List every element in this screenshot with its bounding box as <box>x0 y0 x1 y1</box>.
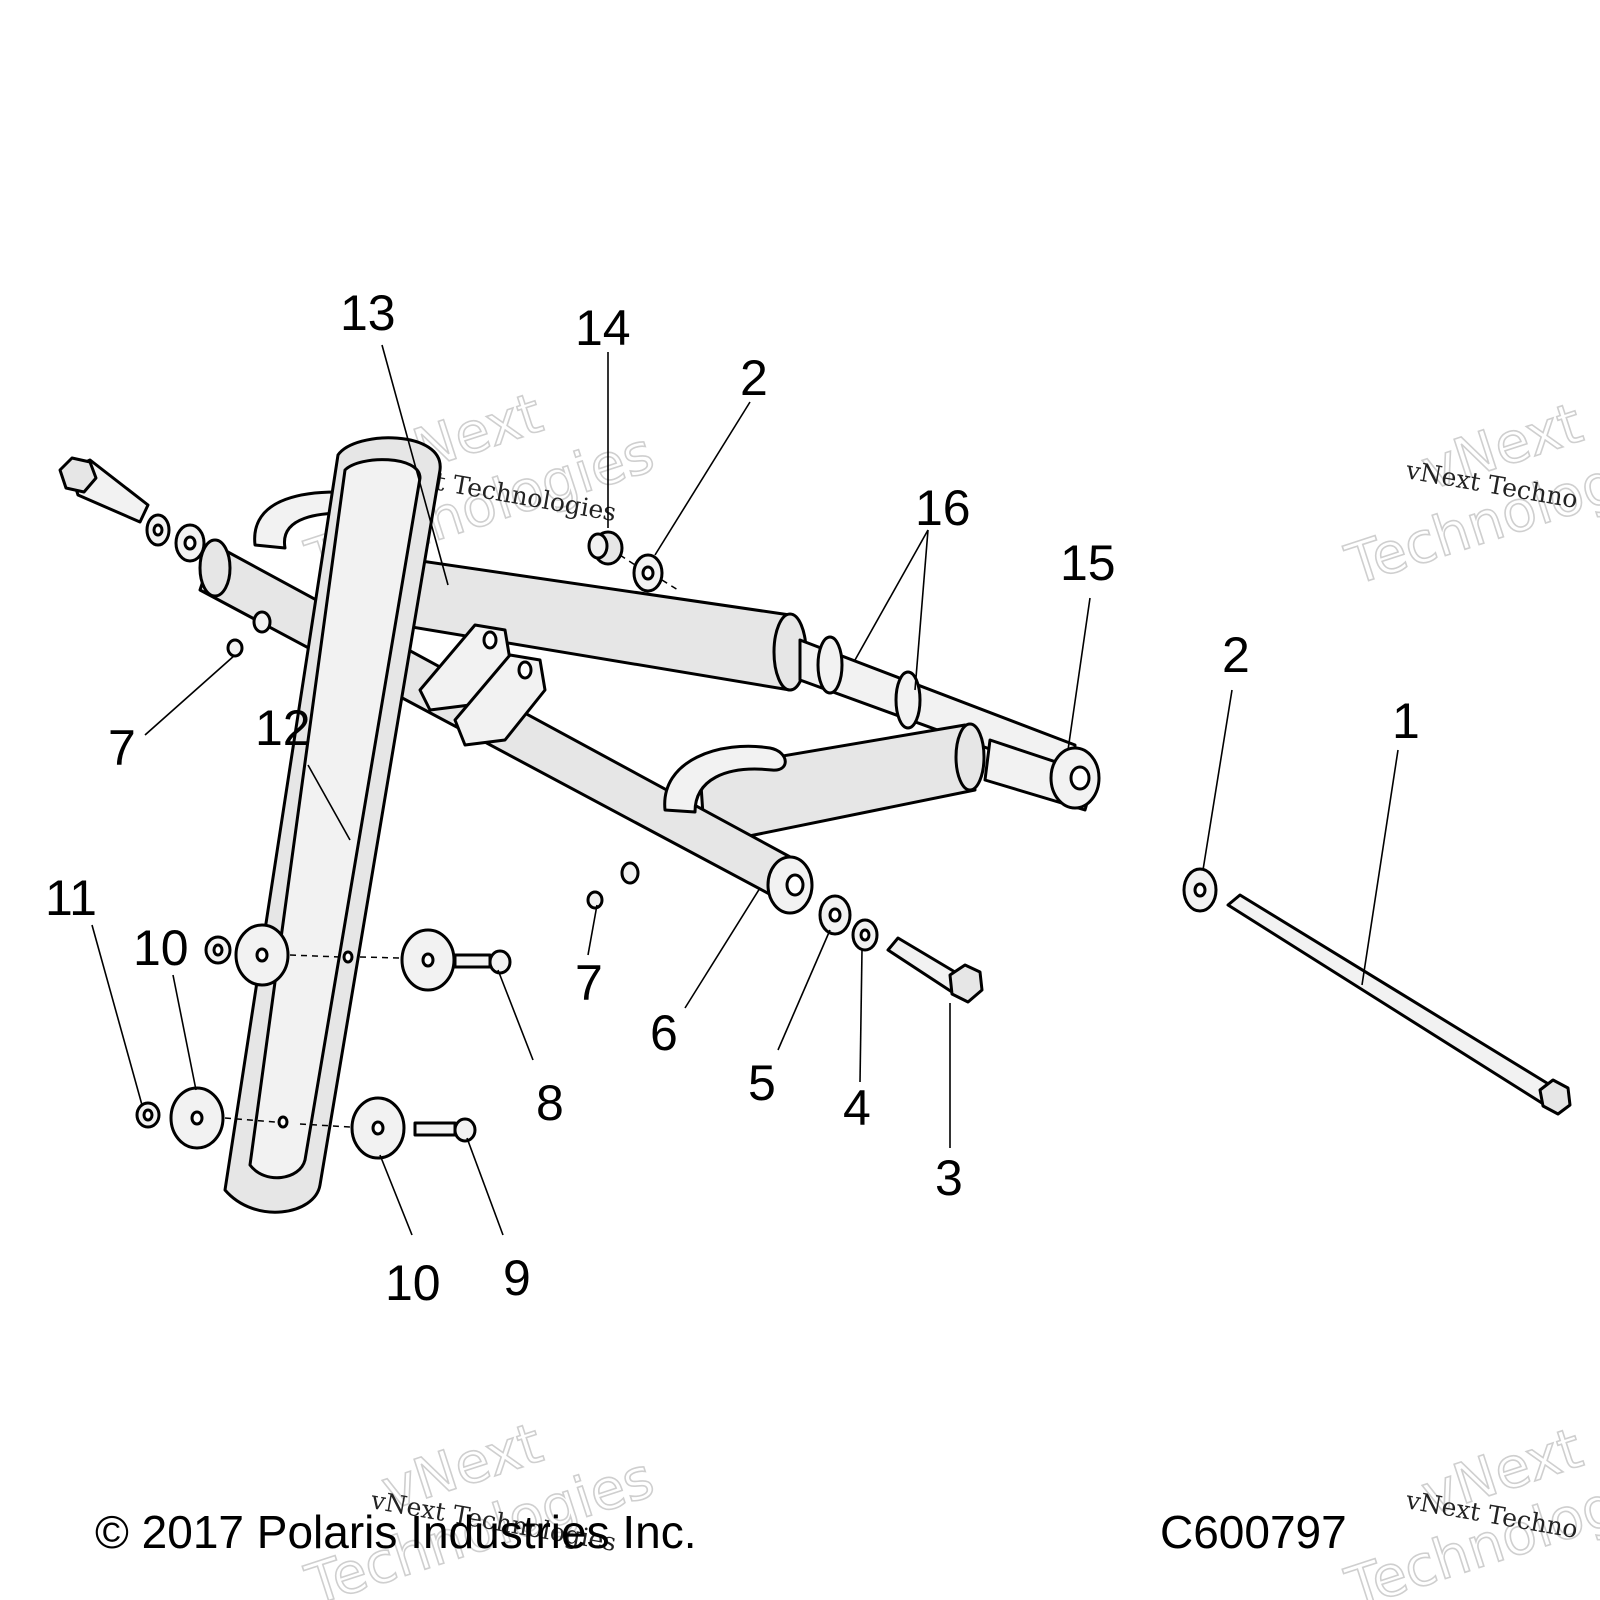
callout-12: 12 <box>255 700 311 756</box>
bolt-top-left <box>58 456 150 524</box>
copyright-text: © 2017 Polaris Industries Inc. <box>95 1506 697 1558</box>
bushing-14 <box>587 530 624 566</box>
link-12 <box>223 436 442 1214</box>
washers-top-left <box>145 513 206 563</box>
washer-5 <box>818 894 852 936</box>
watermark-top-right: vNext Technologies vNext Techno <box>1337 390 1600 599</box>
callout-8: 8 <box>536 1075 564 1131</box>
washer-4 <box>851 918 879 952</box>
callout-numbers: 13 14 2 16 15 2 1 12 7 7 6 5 4 3 8 9 10 … <box>45 285 1420 1311</box>
callout-7-center: 7 <box>575 955 603 1011</box>
callout-2-top: 2 <box>740 350 768 406</box>
callout-4: 4 <box>843 1080 871 1136</box>
shaft-1 <box>1226 893 1572 1116</box>
callout-1: 1 <box>1392 693 1420 749</box>
callout-2-right: 2 <box>1222 627 1250 683</box>
bolt-3 <box>886 936 984 1004</box>
callout-15: 15 <box>1060 535 1116 591</box>
callout-3: 3 <box>935 1150 963 1206</box>
diagram-code: C600797 <box>1160 1506 1347 1558</box>
hardware-lower <box>135 1086 477 1160</box>
callout-16: 16 <box>915 480 971 536</box>
washer-2-right <box>1182 867 1218 913</box>
callout-13: 13 <box>340 285 396 341</box>
callout-7-left: 7 <box>108 720 136 776</box>
callout-10-bottom: 10 <box>385 1255 441 1311</box>
callout-14: 14 <box>575 300 631 356</box>
washer-2-top <box>632 553 664 593</box>
watermark-bottom-right: vNext Technologies vNext Techno <box>1337 1415 1600 1600</box>
callout-6: 6 <box>650 1005 678 1061</box>
hardware-upper <box>204 923 512 992</box>
callout-10-top: 10 <box>133 920 189 976</box>
callout-9: 9 <box>503 1250 531 1306</box>
leader-lines <box>91 344 1399 1236</box>
callout-5: 5 <box>748 1055 776 1111</box>
callout-11: 11 <box>45 870 97 926</box>
